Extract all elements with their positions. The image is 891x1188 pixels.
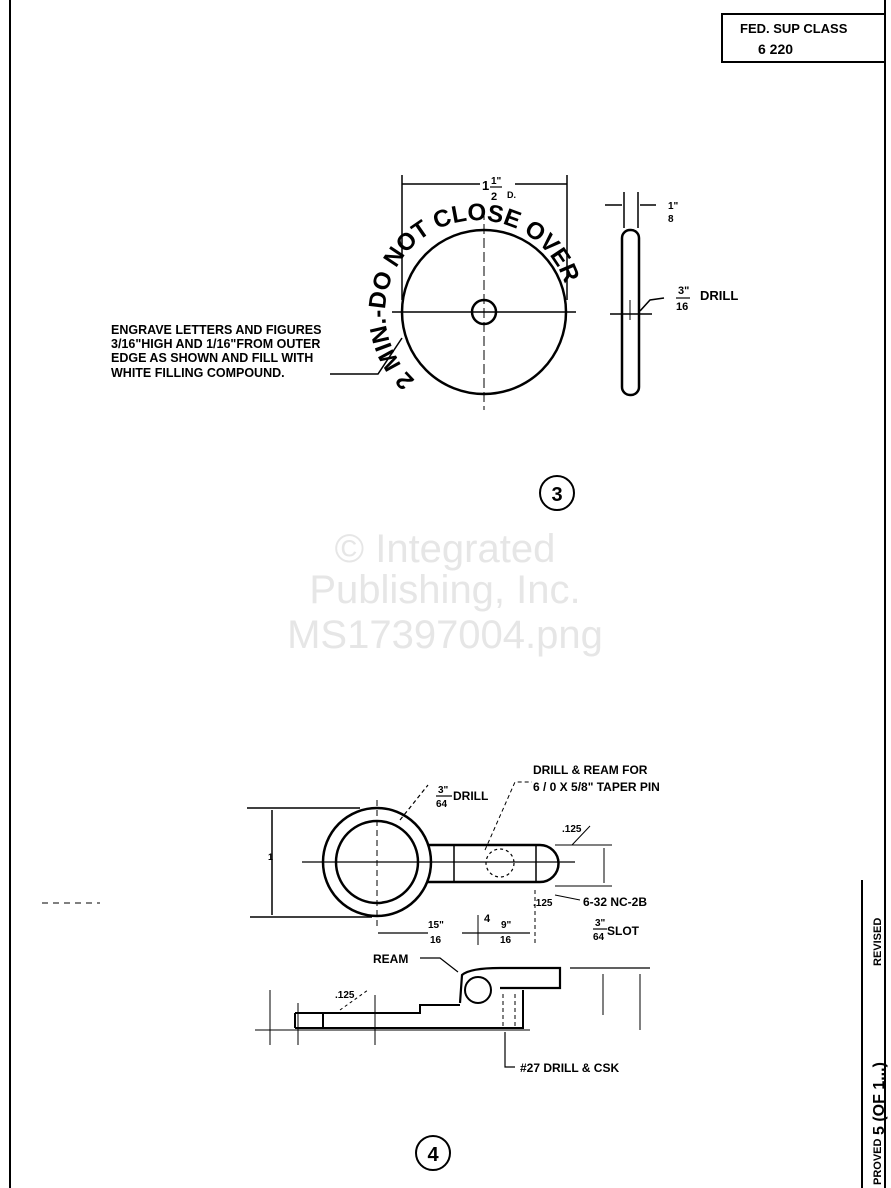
drill-denominator: 16 bbox=[676, 301, 688, 313]
dim-9-numerator: 9" bbox=[501, 920, 512, 931]
svg-text:© Integrated: © Integrated bbox=[335, 527, 556, 571]
taper-note-line: 6 / 0 X 5/8" TAPER PIN bbox=[533, 780, 660, 794]
drill-27-callout: #27 DRILL & CSK bbox=[520, 1061, 619, 1075]
note-line: ENGRAVE LETTERS AND FIGURES bbox=[111, 323, 321, 337]
diameter-whole: 1 bbox=[482, 178, 489, 193]
radius-label: .125 bbox=[562, 824, 582, 835]
fed-sup-class-value: 6 220 bbox=[758, 41, 793, 57]
drill-denominator: 64 bbox=[436, 799, 448, 810]
svg-text:MS17397004.png: MS17397004.png bbox=[287, 613, 603, 657]
approved-label: PROVED bbox=[872, 1138, 884, 1185]
dim-4: 4 bbox=[484, 913, 491, 925]
radius-label: .125 bbox=[335, 990, 355, 1001]
revised-label: REVISED bbox=[872, 918, 884, 966]
note-line: EDGE AS SHOWN AND FILL WITH bbox=[111, 351, 313, 365]
drill-label: DRILL bbox=[700, 288, 738, 303]
slot-label: SLOT bbox=[607, 924, 640, 938]
fed-sup-class-label: FED. SUP CLASS bbox=[740, 21, 848, 36]
diameter-denominator: 2 bbox=[491, 191, 497, 203]
fed-sup-class-box: FED. SUP CLASS 6 220 bbox=[721, 13, 886, 63]
height-dim: 1 bbox=[268, 852, 273, 862]
thickness-denominator: 8 bbox=[668, 214, 674, 225]
figure-3-disc: 1 1" 2 D. 2 MIN.-DO NOT CLOSE OVER bbox=[364, 175, 584, 410]
radius-label: .125 bbox=[533, 898, 553, 909]
figure-3-number: 3 bbox=[539, 475, 575, 511]
dim-15-numerator: 15" bbox=[428, 920, 444, 931]
ream-label: REAM bbox=[373, 952, 408, 966]
drill-numerator: 3" bbox=[678, 285, 689, 297]
diameter-suffix: D. bbox=[507, 190, 516, 200]
drill-label: DRILL bbox=[453, 789, 488, 803]
figure-3-side-view: 1" 8 3" 16 DRILL bbox=[605, 192, 738, 397]
slot-denominator: 64 bbox=[593, 932, 605, 943]
dim-9-denominator: 16 bbox=[500, 935, 512, 946]
svg-text:4: 4 bbox=[427, 1144, 439, 1166]
svg-text:3: 3 bbox=[551, 484, 562, 506]
figure-4-number: 4 bbox=[415, 1135, 451, 1171]
figure-4-side-view: REAM .125 #27 DRILL & CSK bbox=[255, 952, 650, 1075]
svg-text:Publishing, Inc.: Publishing, Inc. bbox=[309, 568, 580, 612]
watermark: © Integrated Publishing, Inc. MS17397004… bbox=[287, 527, 603, 657]
slot-numerator: 3" bbox=[595, 918, 606, 929]
dim-15-denominator: 16 bbox=[430, 935, 442, 946]
thread-callout: 6-32 NC-2B bbox=[583, 895, 647, 909]
taper-note-line: DRILL & REAM FOR bbox=[533, 763, 648, 777]
drill-numerator: 3" bbox=[438, 785, 449, 796]
engraving-note: ENGRAVE LETTERS AND FIGURES 3/16"HIGH AN… bbox=[111, 323, 403, 380]
note-line: WHITE FILLING COMPOUND. bbox=[111, 366, 285, 380]
side-strip: PROVED 5 (OF 1...) REVISED bbox=[871, 918, 888, 1185]
thickness-numerator: 1" bbox=[668, 201, 679, 212]
note-line: 3/16"HIGH AND 1/16"FROM OUTER bbox=[111, 337, 320, 351]
disc-engraving: 2 MIN.-DO NOT CLOSE OVER bbox=[364, 199, 584, 395]
diameter-numerator: 1" bbox=[491, 176, 502, 187]
sheet-number: 5 (OF 1...) bbox=[871, 1062, 888, 1135]
figure-4-top-view: 1 3" 64 DRILL DRILL & REAM FOR 6 / 0 X 5… bbox=[247, 763, 660, 946]
